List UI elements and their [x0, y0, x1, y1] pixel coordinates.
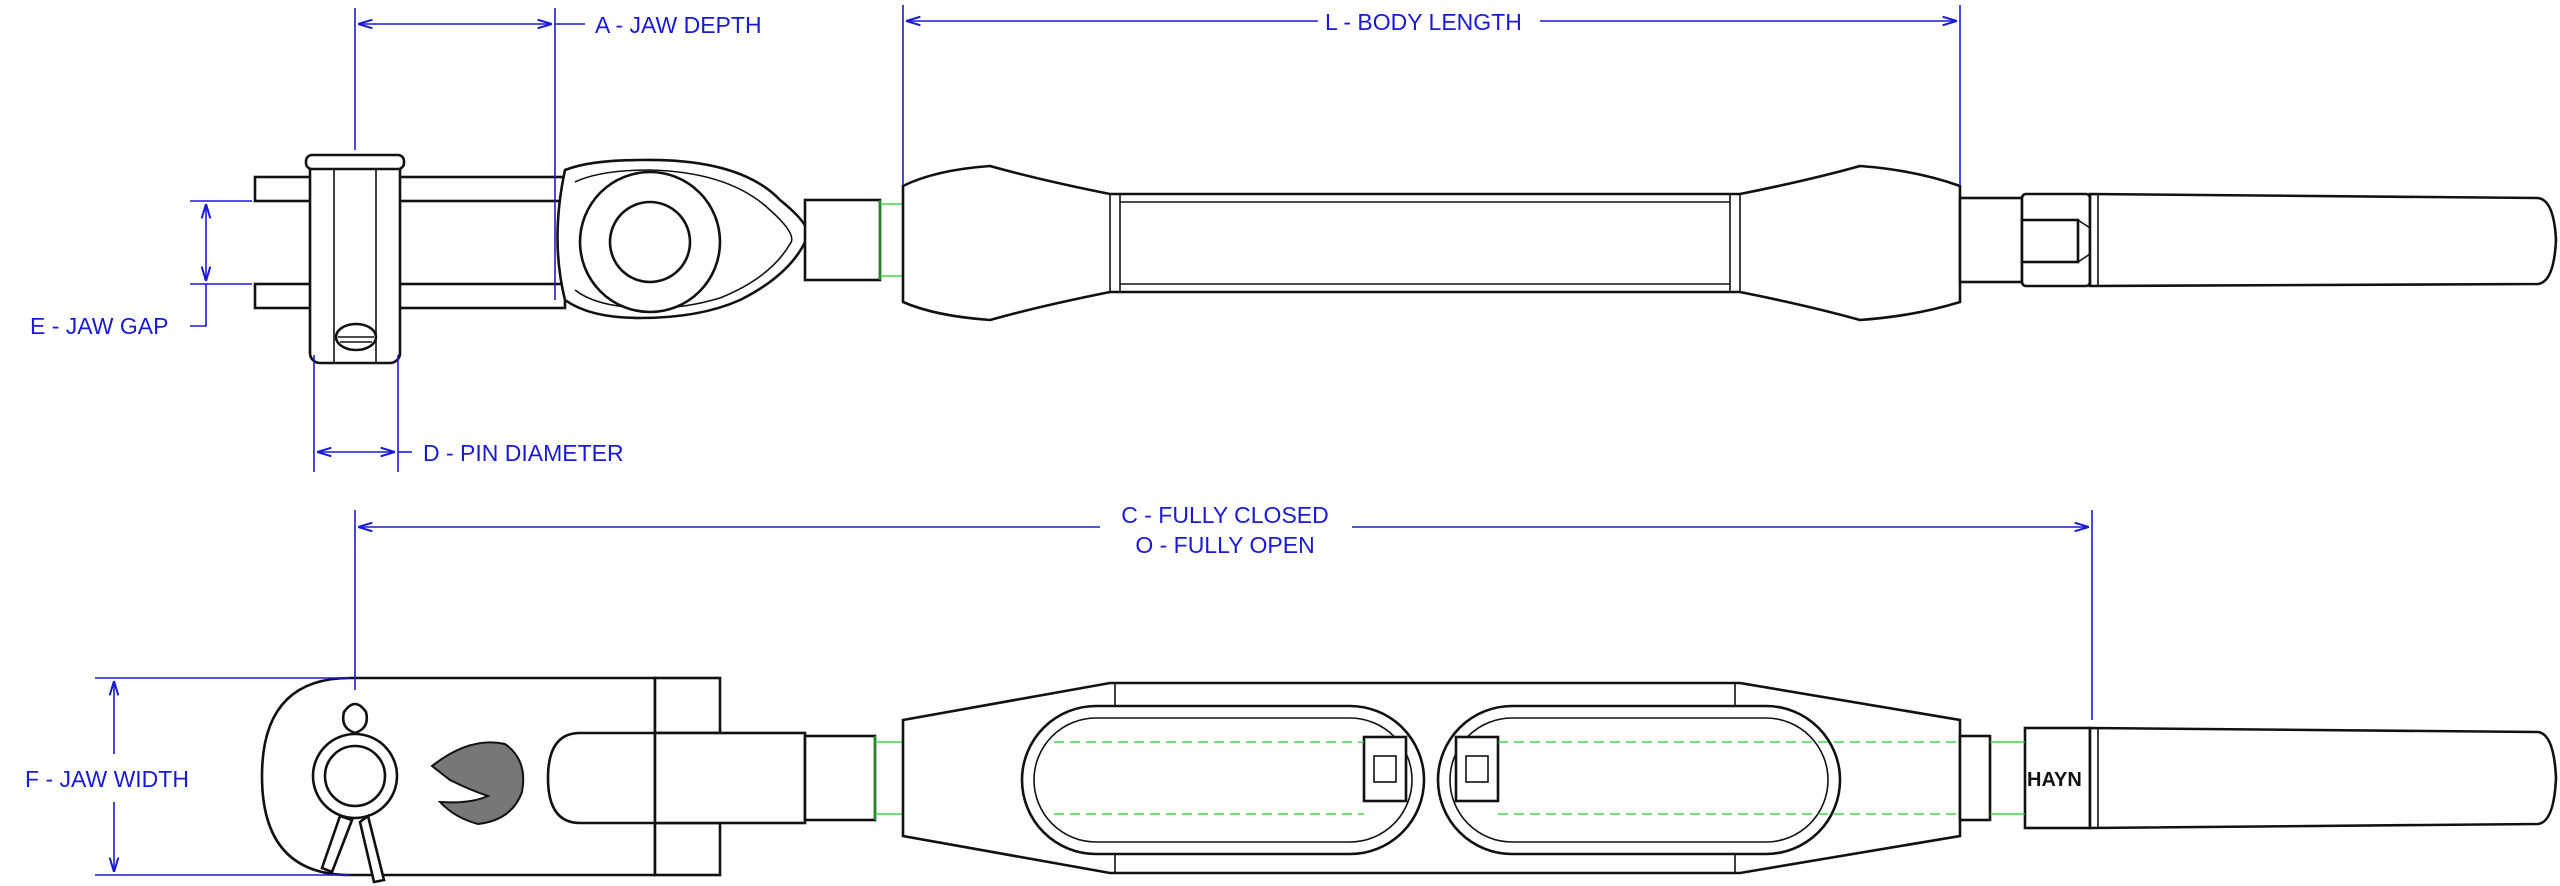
top-body — [901, 164, 1962, 322]
brand-logo-icon — [430, 741, 525, 826]
dimension-pin-diameter: D - PIN DIAMETER — [313, 355, 624, 472]
jaw-gap-label: E - JAW GAP — [30, 313, 168, 339]
jaw-depth-label: A - JAW DEPTH — [595, 12, 762, 38]
top-jaw-eye — [556, 158, 903, 320]
dimension-jaw-gap: E - JAW GAP — [30, 200, 252, 339]
dimension-jaw-depth: A - JAW DEPTH — [354, 8, 762, 300]
top-jaw-fork — [253, 153, 567, 365]
bottom-jaw — [260, 676, 903, 884]
top-view — [253, 153, 2558, 365]
dimension-jaw-width: F - JAW WIDTH — [25, 677, 350, 876]
bottom-body — [901, 681, 1990, 875]
pin-diameter-label: D - PIN DIAMETER — [423, 440, 624, 466]
dimension-body-length: L - BODY LENGTH — [902, 5, 1961, 185]
fully-open-label: O - FULLY OPEN — [1135, 532, 1314, 558]
hayn-stamp: HAYN — [2027, 769, 2082, 791]
bottom-stud: HAYN — [1958, 726, 2558, 830]
jaw-width-label: F - JAW WIDTH — [25, 766, 189, 792]
body-length-label: L - BODY LENGTH — [1325, 9, 1522, 35]
fully-closed-label: C - FULLY CLOSED — [1121, 502, 1328, 528]
dimension-closed-open: C - FULLY CLOSED O - FULLY OPEN — [354, 502, 2093, 720]
top-stud — [1958, 192, 2558, 288]
bottom-view: HAYN — [260, 676, 2558, 884]
